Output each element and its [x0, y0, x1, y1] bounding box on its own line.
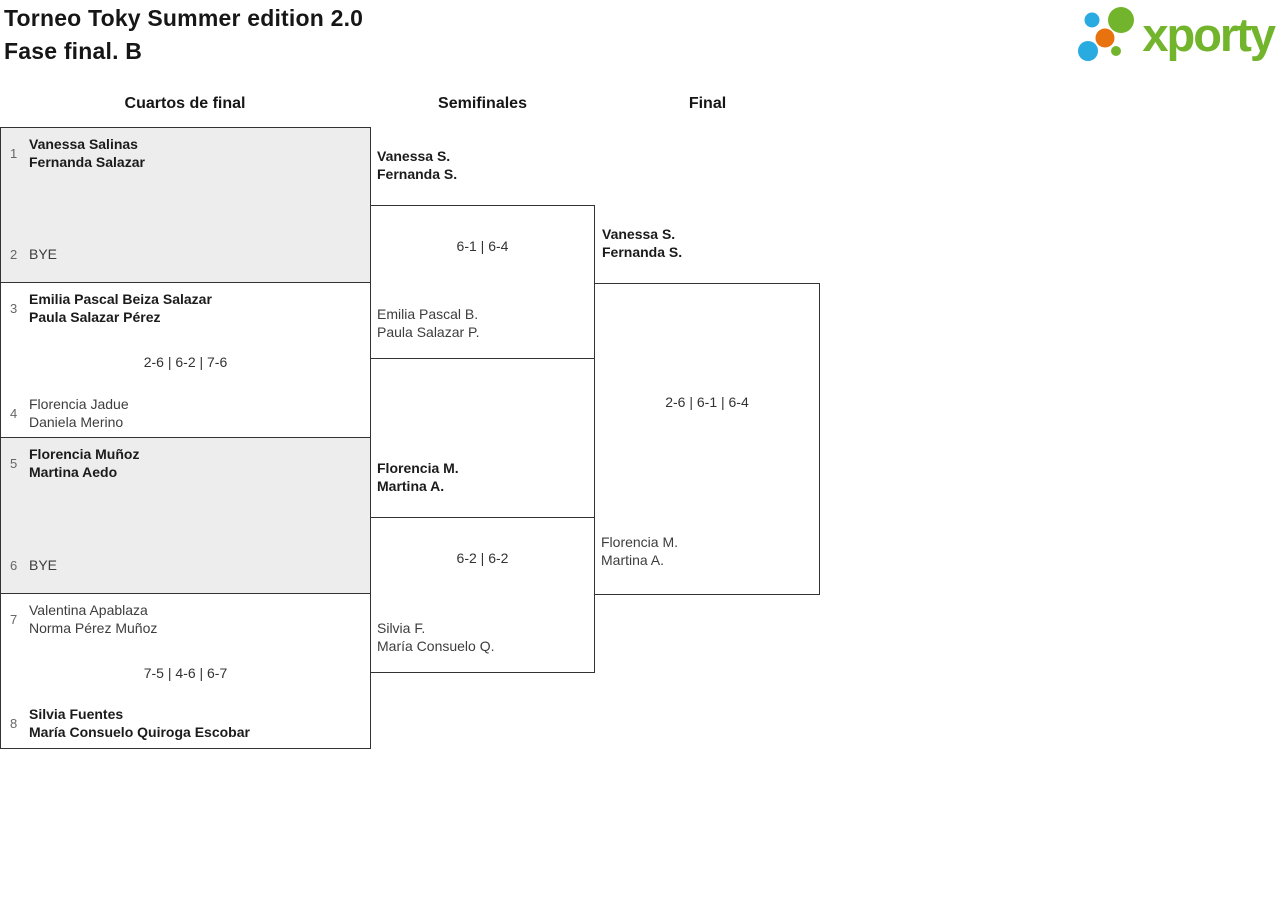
seed-number: 2: [10, 246, 18, 262]
team-entry-seed6: 6 BYE: [10, 556, 57, 574]
seed-number: 5: [10, 455, 18, 471]
semifinal-2-top-team: Florencia M. Martina A.: [377, 460, 459, 494]
final-bottom-team: Florencia M. Martina A.: [601, 534, 679, 568]
match-score: 2-6 | 6-1 | 6-4: [665, 394, 749, 410]
match-score: 7-5 | 4-6 | 6-7: [143, 665, 228, 681]
team-names: Valentina Apablaza Norma Pérez Muñoz: [29, 602, 158, 636]
team-entry-seed3: 3 Emilia Pascal Beiza Salazar Paula Sala…: [10, 290, 212, 326]
team-names: Silvia Fuentes María Consuelo Quiroga Es…: [29, 706, 250, 740]
team-names: Florencia Muñoz Martina Aedo: [29, 446, 140, 480]
seed-number: 1: [10, 145, 18, 161]
xporty-dots-icon: [1078, 7, 1135, 61]
match-final[interactable]: 2-6 | 6-1 | 6-4 Florencia M. Martina A.: [594, 283, 820, 595]
seed-number: 6: [10, 557, 18, 573]
team-names: Vanessa Salinas Fernanda Salazar: [29, 136, 145, 170]
team-names: BYE: [29, 557, 58, 573]
column-header-quarterfinals: Cuartos de final: [124, 95, 246, 112]
match-quarterfinal-1[interactable]: 1 Vanessa Salinas Fernanda Salazar 2 BYE: [0, 127, 371, 283]
team-entry-seed5: 5 Florencia Muñoz Martina Aedo: [10, 445, 139, 481]
team-names: BYE: [29, 246, 58, 262]
logo-wordmark: xporty: [1142, 8, 1276, 61]
phase-title: Fase final. B: [4, 38, 143, 64]
seed-number: 7: [10, 611, 18, 627]
xporty-logo[interactable]: xporty: [1076, 4, 1276, 66]
match-semifinal-1[interactable]: 6-1 | 6-4 Emilia Pascal B. Paula Salazar…: [370, 205, 595, 359]
final-top-team: Vanessa S. Fernanda S.: [602, 226, 683, 260]
seed-number: 8: [10, 715, 18, 731]
match-quarterfinal-3[interactable]: 5 Florencia Muñoz Martina Aedo 6 BYE: [0, 437, 371, 594]
match-score: 6-1 | 6-4: [456, 238, 509, 254]
team-entry-seed4: 4 Florencia Jadue Daniela Merino: [10, 395, 129, 431]
team-names: Emilia Pascal Beiza Salazar Paula Salaza…: [29, 291, 212, 325]
team-entry-seed8: 8 Silvia Fuentes María Consuelo Quiroga …: [10, 705, 250, 741]
column-header-semifinals: Semifinales: [438, 95, 527, 112]
semifinal-1-bottom-team: Emilia Pascal B. Paula Salazar P.: [377, 306, 480, 340]
semifinal-2-bottom-team: Silvia F. María Consuelo Q.: [377, 620, 495, 654]
column-header-final: Final: [688, 95, 727, 112]
match-semifinal-2[interactable]: 6-2 | 6-2 Silvia F. María Consuelo Q.: [370, 517, 595, 673]
tournament-title: Torneo Toky Summer edition 2.0: [4, 5, 364, 31]
semifinal-1-top-team: Vanessa S. Fernanda S.: [377, 148, 458, 182]
seed-number: 4: [10, 405, 18, 421]
team-entry-seed2: 2 BYE: [10, 245, 57, 263]
match-quarterfinal-4[interactable]: 7 Valentina Apablaza Norma Pérez Muñoz 7…: [0, 593, 371, 749]
match-score: 6-2 | 6-2: [456, 550, 509, 566]
team-entry-seed7: 7 Valentina Apablaza Norma Pérez Muñoz: [10, 601, 157, 637]
page-title: Torneo Toky Summer edition 2.0 Fase fina…: [4, 2, 363, 68]
match-quarterfinal-2[interactable]: 3 Emilia Pascal Beiza Salazar Paula Sala…: [0, 282, 371, 439]
team-names: Florencia Jadue Daniela Merino: [29, 396, 129, 430]
match-score: 2-6 | 6-2 | 7-6: [143, 354, 228, 370]
team-entry-seed1: 1 Vanessa Salinas Fernanda Salazar: [10, 135, 145, 171]
seed-number: 3: [10, 300, 18, 316]
